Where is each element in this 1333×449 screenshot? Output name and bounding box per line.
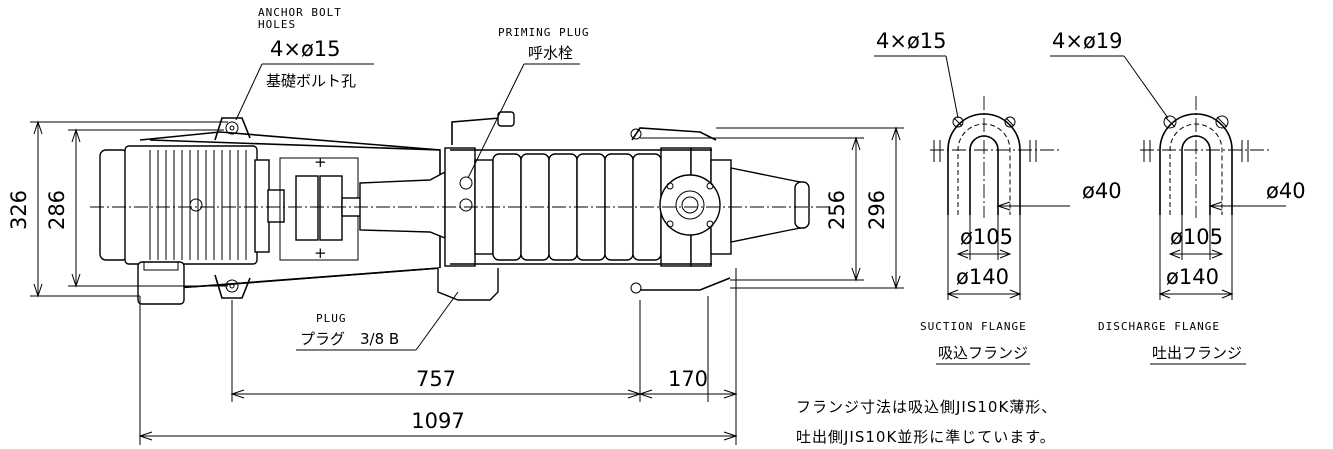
priming-plug-label: PRIMING PLUG <box>498 26 589 39</box>
discharge-holes: 4×ø19 <box>1052 29 1123 53</box>
anchor-bolt-label-jp: 基礎ボルト孔 <box>266 72 356 90</box>
discharge-flange-view: 4×ø19 ø40 ø105 ø140 DISCHARGE FLANGE 吐出フ… <box>1050 29 1306 365</box>
plug-callout: PLUG プラグ 3/8 B <box>296 291 459 351</box>
dim-296: 296 <box>865 126 901 290</box>
svg-text:+: + <box>314 153 327 171</box>
discharge-flange-title: DISCHARGE FLANGE <box>1098 320 1220 333</box>
plug-label: PLUG <box>316 312 347 325</box>
anchor-bolt-callout: ANCHOR BOLT HOLES 4×ø15 基礎ボルト孔 <box>235 6 374 121</box>
dim-256: 256 <box>825 136 861 282</box>
dim-170: 170 <box>638 367 738 399</box>
plug-label-jp: プラグ <box>300 330 345 348</box>
dim-757-text: 757 <box>416 367 456 391</box>
pump-side-view: + + <box>30 111 904 445</box>
dim-757: 757 <box>230 367 642 399</box>
priming-plug-callout: PRIMING PLUG 呼水栓 <box>467 26 589 179</box>
dim-1097: 1097 <box>138 409 738 441</box>
pump-stages <box>437 111 810 301</box>
flange-note-line2: 吐出側JIS10K並形に準じています。 <box>796 428 1056 446</box>
svg-text:+: + <box>314 244 327 262</box>
dim-286-text: 286 <box>45 190 69 230</box>
suction-bore: ø40 <box>1082 179 1122 203</box>
motor <box>99 145 285 305</box>
priming-plug-label-jp: 呼水栓 <box>528 44 573 62</box>
dim-326-text: 326 <box>7 190 31 230</box>
dim-326: 326 <box>7 120 43 298</box>
suction-holes: 4×ø15 <box>876 29 947 53</box>
anchor-bolt-size: 4×ø15 <box>270 37 341 61</box>
anchor-bolt-label-line1: ANCHOR BOLT <box>258 6 342 19</box>
dim-256-text: 256 <box>825 190 849 230</box>
suction-flange-title: SUCTION FLANGE <box>920 320 1027 333</box>
coupling: + + <box>279 153 363 262</box>
dim-286: 286 <box>45 128 81 288</box>
flange-note-line1: フランジ寸法は吸込側JIS10K薄形、 <box>796 398 1057 416</box>
suction-flange-view: 4×ø15 ø40 ø105 ø140 SUCTION FLANGE 吸込フラン… <box>874 29 1122 365</box>
suction-flange-title-jp: 吸込フランジ <box>938 344 1028 362</box>
discharge-pcd: ø105 <box>1170 225 1223 249</box>
discharge-flange-title-jp: 吐出フランジ <box>1152 344 1242 362</box>
suction-outer: ø140 <box>956 265 1009 289</box>
dim-170-text: 170 <box>668 367 708 391</box>
plug-size: 3/8 B <box>360 330 399 348</box>
discharge-bore: ø40 <box>1266 179 1306 203</box>
anchor-bolt-label-line2: HOLES <box>258 18 296 31</box>
discharge-outer: ø140 <box>1166 265 1219 289</box>
dim-1097-text: 1097 <box>411 409 464 433</box>
suction-pcd: ø105 <box>960 225 1013 249</box>
dim-296-text: 296 <box>865 190 889 230</box>
flange-note: フランジ寸法は吸込側JIS10K薄形、 吐出側JIS10K並形に準じています。 <box>796 398 1057 446</box>
